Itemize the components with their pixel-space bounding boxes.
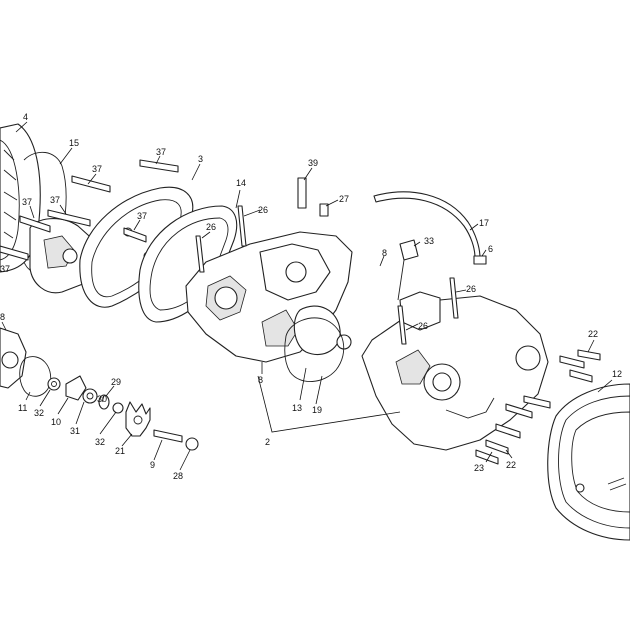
bolts-37 (0, 159, 179, 261)
bolts-22-23 (475, 349, 601, 465)
callout-22: 22 (588, 329, 598, 339)
callout-22: 22 (506, 460, 516, 470)
callout-37: 37 (22, 197, 32, 207)
callout-31: 31 (70, 426, 80, 436)
fitting-6 (473, 255, 487, 265)
callout-26: 26 (258, 205, 268, 215)
callout-37: 37 (156, 147, 166, 157)
callout-19: 19 (312, 405, 322, 415)
callout-8: 8 (258, 375, 263, 385)
bolt-39 (297, 177, 307, 209)
ignition-cover-12 (547, 383, 630, 541)
callout-17: 17 (479, 218, 489, 228)
callout-2: 2 (265, 437, 270, 447)
callout-39: 39 (308, 158, 318, 168)
callout-37: 37 (0, 264, 10, 274)
callout-8: 8 (382, 248, 387, 258)
callout-37: 37 (137, 211, 147, 221)
callout-30: 30 (97, 394, 107, 404)
callout-33: 33 (424, 236, 434, 246)
callout-26: 26 (466, 284, 476, 294)
callout-8: 8 (0, 312, 5, 322)
hose-17 (373, 191, 481, 259)
crankcase-left-half (185, 231, 353, 363)
callout-26: 26 (418, 321, 428, 331)
callout-6: 6 (488, 244, 493, 254)
callout-3: 3 (198, 154, 203, 164)
callout-23: 23 (474, 463, 484, 473)
callout-14: 14 (236, 178, 246, 188)
callout-21: 21 (115, 446, 125, 456)
bolt-27 (319, 203, 329, 217)
callout-labels: 4 15 37 37 37 37 37 3 39 14 26 27 26 37 … (0, 112, 622, 481)
callout-13: 13 (292, 403, 302, 413)
callout-37: 37 (50, 195, 60, 205)
callout-26: 26 (206, 222, 216, 232)
crankcase-right-half (361, 291, 549, 451)
callout-32: 32 (34, 408, 44, 418)
callout-32: 32 (95, 437, 105, 447)
leader-lines (1, 121, 613, 471)
studs-26 (195, 205, 459, 345)
callout-27: 27 (339, 194, 349, 204)
callout-15: 15 (69, 138, 79, 148)
pump-parts (47, 375, 199, 451)
fitting-33 (397, 239, 419, 301)
callout-11: 11 (18, 403, 27, 413)
callout-9: 9 (150, 460, 155, 470)
callout-37: 37 (92, 164, 102, 174)
callout-12: 12 (612, 369, 622, 379)
o-ring-11 (19, 356, 52, 397)
water-pump-housing (0, 327, 27, 389)
callout-29: 29 (111, 377, 121, 387)
callout-4: 4 (23, 112, 28, 122)
callout-10: 10 (51, 417, 61, 427)
gasket-13 (284, 317, 345, 382)
callout-28: 28 (173, 471, 183, 481)
